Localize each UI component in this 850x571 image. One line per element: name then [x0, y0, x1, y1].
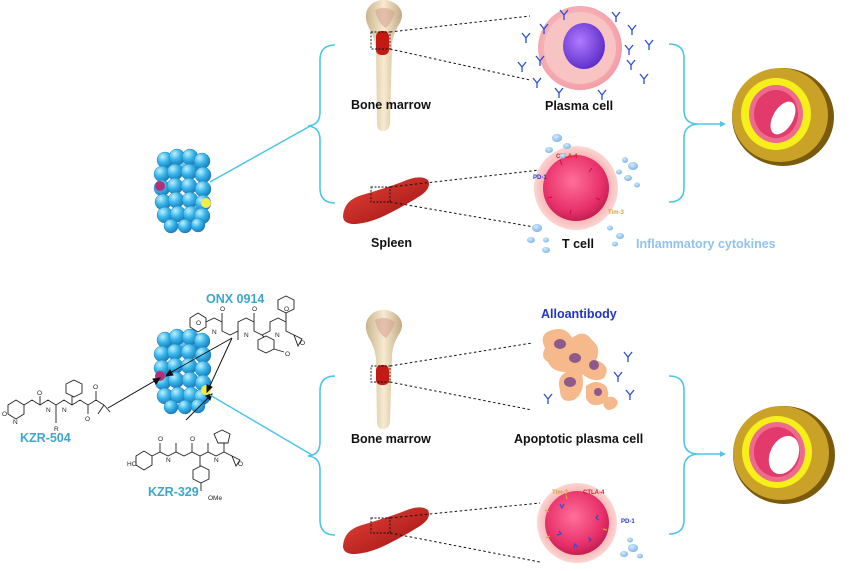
bracket-right-top — [668, 43, 699, 203]
kzr-329-label: KZR-329 — [148, 485, 199, 499]
zoom-line — [389, 15, 531, 33]
tim3-label-top: Tim-3 — [608, 210, 625, 216]
proteasome-bottom — [153, 328, 212, 415]
atom-o: O — [284, 306, 289, 313]
atom-o: O — [285, 351, 290, 358]
atom-o: O — [37, 390, 42, 397]
beta1i-subunit — [201, 198, 211, 208]
plasma-cell-label: Plasma cell — [545, 99, 613, 113]
pd1-label-top: PD-1 — [533, 175, 547, 181]
atom-ome: OMe — [208, 495, 222, 502]
ctla4-label-bottom: CTLA-4 — [583, 490, 605, 496]
atom-o: O — [2, 411, 7, 418]
kzr-504-label: KZR-504 — [20, 431, 71, 445]
atom-o: O — [220, 306, 225, 313]
zoom-line — [389, 532, 541, 563]
bracket-left-bottom — [307, 375, 336, 536]
bone-marrow-label-top: Bone marrow — [351, 98, 431, 112]
atom-o: O — [93, 384, 98, 391]
atom-n: N — [166, 457, 171, 464]
atom-o: O — [190, 436, 195, 443]
onx-0914-label: ONX 0914 — [206, 292, 264, 306]
alloantibodies-sparse — [543, 351, 635, 404]
cytokine-droplets-top — [527, 134, 640, 253]
apoptotic-plasma-cell — [542, 329, 618, 410]
proteasome-top — [153, 148, 212, 234]
plasma-cell — [538, 6, 622, 90]
connector-top — [209, 124, 313, 183]
t-cell-bottom — [537, 483, 617, 563]
atom-o: O — [238, 461, 243, 468]
atom-n: N — [214, 457, 219, 464]
kzr-504-structure — [7, 379, 111, 423]
t-cell-label-top: T cell — [562, 237, 594, 251]
zoom-line — [389, 381, 533, 411]
atom-r: R — [54, 426, 59, 433]
zoom-line — [389, 502, 541, 519]
atom-n: N — [62, 407, 67, 414]
cytokine-droplets-bottom — [620, 537, 643, 559]
atom-o: O — [158, 436, 163, 443]
atom-o: O — [300, 340, 305, 347]
spleen-icon-bottom — [343, 507, 429, 554]
atom-n: N — [212, 329, 217, 336]
t-cell-top — [534, 146, 618, 230]
atom-ho: HO — [127, 461, 137, 468]
antibodies-cluster — [517, 9, 654, 100]
atom-o: O — [85, 416, 90, 423]
ctla4-label-top: CTLA-4 — [556, 154, 578, 160]
atom-n: N — [46, 407, 51, 414]
tim3-label-bottom: Tim-3 — [552, 490, 569, 496]
arrow-head-bottom — [720, 451, 726, 457]
connector-bottom — [209, 394, 313, 456]
kzr-329-structure — [135, 429, 241, 491]
atom-n: N — [244, 332, 249, 339]
arrow-head-top — [720, 121, 726, 127]
alloantibody-label: Alloantibody — [541, 307, 617, 321]
zoom-line — [389, 48, 531, 81]
zoom-line — [389, 169, 541, 188]
apoptotic-plasma-cell-label: Apoptotic plasma cell — [514, 432, 643, 446]
pd1-label-bottom: PD-1 — [621, 519, 635, 525]
spleen-icon-top — [343, 177, 429, 224]
zoom-line — [389, 342, 533, 367]
spleen-label: Spleen — [371, 236, 412, 250]
blood-vessel-top — [732, 68, 834, 166]
inflammatory-cytokines-label: Inflammatory cytokines — [636, 237, 776, 251]
atom-n: N — [13, 419, 18, 426]
bone-marrow-label-bottom: Bone marrow — [351, 432, 431, 446]
bracket-left-top — [307, 44, 336, 204]
onx-0914-structure — [189, 295, 303, 354]
atom-n: N — [275, 332, 280, 339]
blood-vessel-bottom — [733, 406, 835, 504]
atom-o: O — [196, 320, 201, 327]
bracket-right-bottom — [668, 375, 699, 535]
beta5i-subunit — [155, 181, 165, 191]
bone-marrow-icon-top — [365, 0, 402, 131]
bone-marrow-icon-bottom — [365, 309, 403, 429]
zoom-line — [389, 201, 541, 229]
atom-o: O — [252, 306, 257, 313]
